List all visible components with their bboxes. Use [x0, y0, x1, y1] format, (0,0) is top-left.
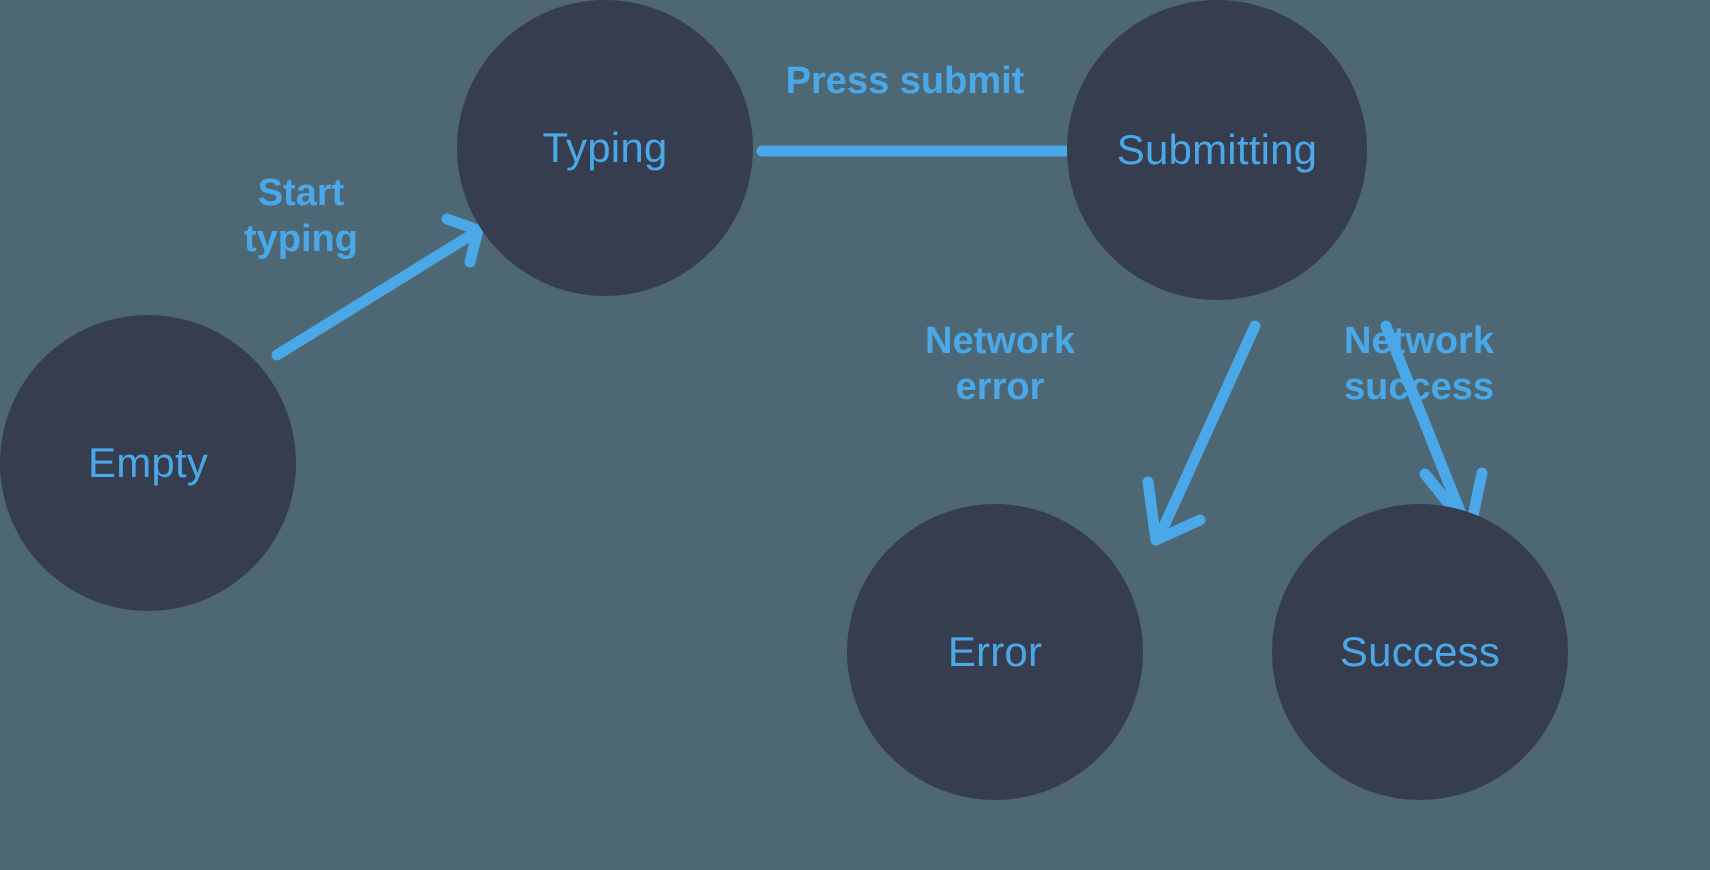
state-node-empty-label: Empty [87, 439, 209, 486]
state-node-success-label: Success [1339, 628, 1501, 675]
edge-start-typing-line [271, 231, 474, 361]
edge-network-success-line [1380, 320, 1471, 530]
state-node-typing[interactable]: Typing [457, 0, 753, 296]
state-node-error-label: Error [947, 628, 1043, 675]
edge-label-start-typing: Start typing [244, 172, 358, 261]
edge-network-error-line [1154, 320, 1261, 541]
edge-start-typing [271, 213, 484, 361]
state-node-empty[interactable]: Empty [0, 315, 296, 611]
edge-network-error-arrowhead [1142, 476, 1206, 546]
state-node-submitting-label: Submitting [1116, 126, 1318, 173]
state-node-typing-label: Typing [542, 124, 668, 171]
edge-network-error [1142, 320, 1261, 546]
edge-start-typing-arrowhead [441, 213, 484, 268]
state-node-success[interactable]: Success [1272, 504, 1568, 800]
edge-label-press-submit: Press submit [785, 60, 1025, 102]
edge-label-network-success: Network success [1343, 320, 1494, 409]
state-node-submitting[interactable]: Submitting [1067, 0, 1367, 300]
state-node-error[interactable]: Error [847, 504, 1143, 800]
edge-label-network-error: Network error [925, 320, 1075, 409]
